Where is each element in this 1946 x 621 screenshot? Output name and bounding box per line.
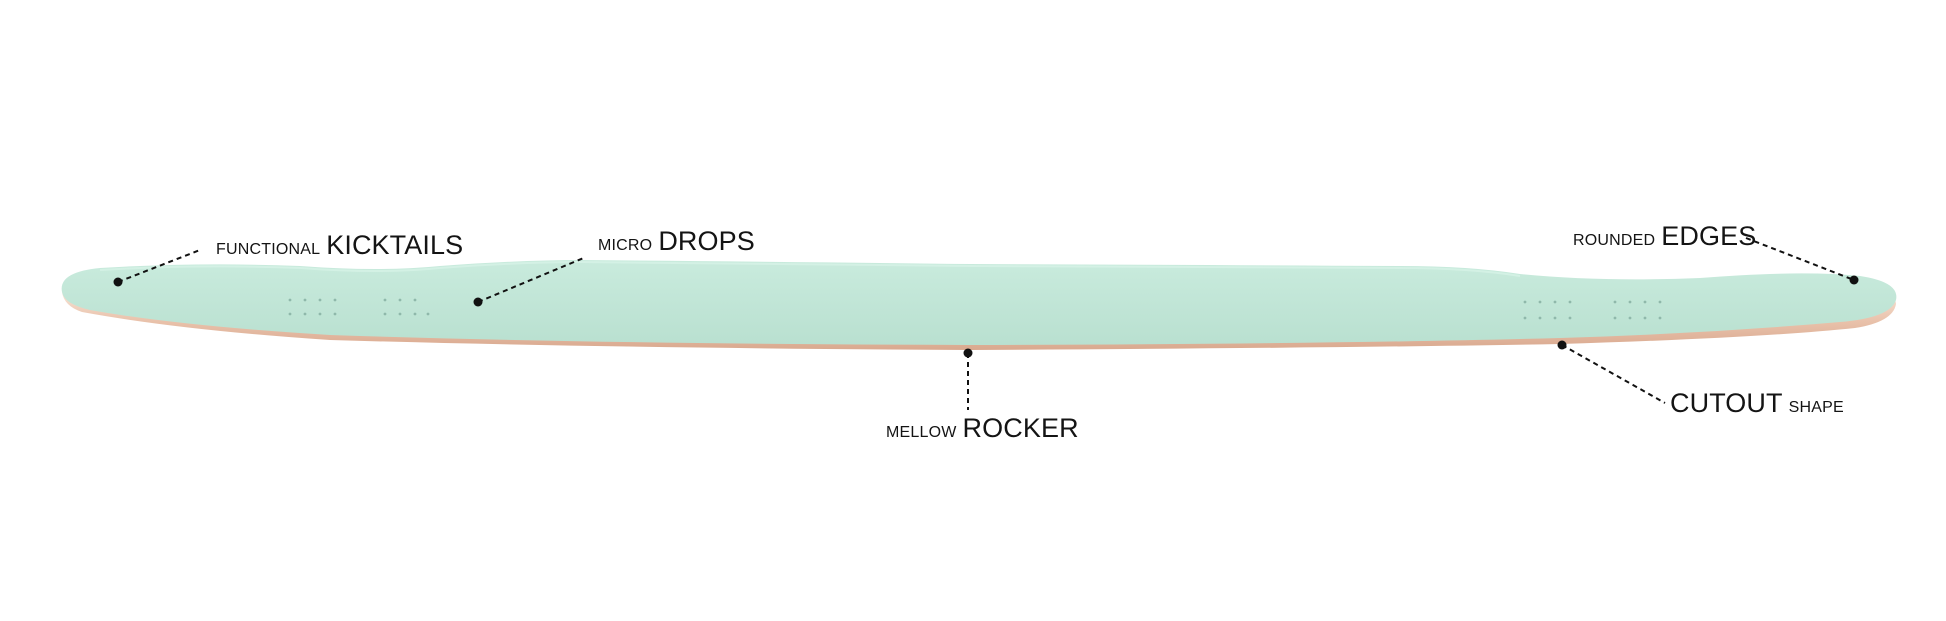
- edges-big-text: EDGES: [1661, 221, 1757, 251]
- right-truck-holes: [1523, 300, 1662, 320]
- rocker-callout: MELLOW ROCKER: [886, 415, 1079, 442]
- drops-leader: [473, 256, 587, 307]
- cutout-leader: [1557, 340, 1666, 404]
- drops-big-text: DROPS: [658, 226, 755, 256]
- kicktails-big-text: KICKTAILS: [326, 230, 464, 260]
- kicktails-callout: FUNCTIONAL KICKTAILS: [216, 232, 463, 259]
- cutout-callout: CUTOUT SHAPE: [1670, 390, 1844, 417]
- rocker-small-text: MELLOW: [886, 424, 957, 441]
- edges-callout: ROUNDED EDGES: [1573, 223, 1756, 250]
- drops-small-text: MICRO: [598, 237, 653, 254]
- edges-small-text: ROUNDED: [1573, 232, 1656, 249]
- kicktails-small-text: FUNCTIONAL: [216, 241, 321, 258]
- cutout-small-text: SHAPE: [1788, 399, 1844, 416]
- cutout-big-text: CUTOUT: [1670, 388, 1783, 418]
- drops-callout: MICRO DROPS: [598, 228, 755, 255]
- left-truck-holes: [288, 298, 430, 316]
- edges-leader: [1745, 237, 1859, 285]
- rocker-big-text: ROCKER: [962, 413, 1079, 443]
- deck-highlight: [99, 260, 1521, 277]
- deck-top-surface: [61, 260, 1897, 345]
- kicktails-leader: [113, 249, 201, 287]
- rocker-leader: [963, 348, 973, 410]
